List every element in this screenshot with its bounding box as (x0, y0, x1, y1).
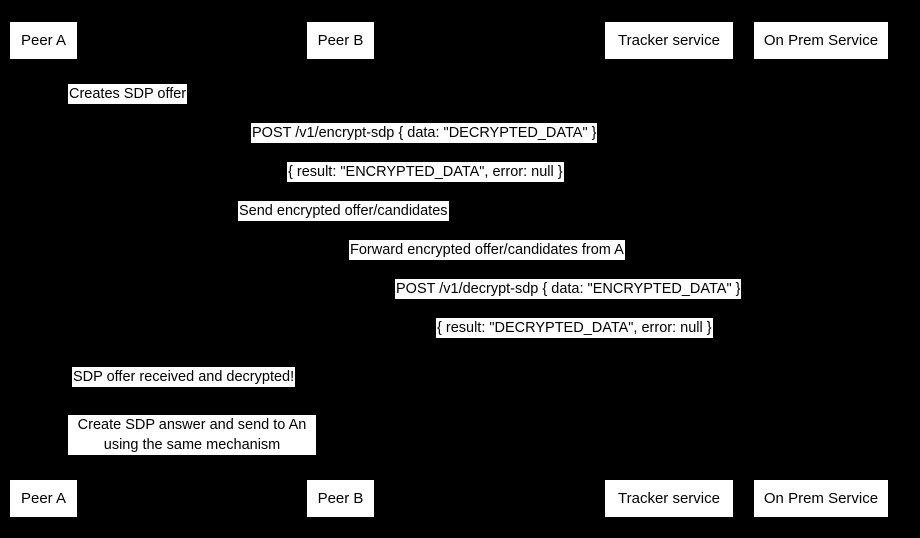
message-label-post-encrypt-sdp[interactable]: POST /v1/encrypt-sdp { data: "DECRYPTED_… (251, 123, 598, 143)
participant-footer-tracker-service[interactable]: Tracker service (605, 480, 733, 517)
message-label-post-decrypt-sdp[interactable]: POST /v1/decrypt-sdp { data: "ENCRYPTED_… (395, 279, 742, 299)
message-label-send-encrypted-offer[interactable]: Send encrypted offer/candidates (238, 201, 449, 221)
participant-footer-peer-b[interactable]: Peer B (307, 480, 374, 517)
participant-header-on-prem-service[interactable]: On Prem Service (754, 22, 888, 59)
participant-header-peer-a[interactable]: Peer A (10, 22, 77, 59)
participant-header-label: On Prem Service (763, 32, 879, 49)
participant-footer-label: Peer A (20, 490, 67, 507)
participant-footer-label: On Prem Service (763, 490, 879, 507)
participant-header-label: Tracker service (618, 32, 720, 49)
participant-header-label: Peer A (20, 32, 67, 49)
participant-footer-label: Peer B (317, 490, 364, 507)
message-label-forward-encrypted-offer[interactable]: Forward encrypted offer/candidates from … (349, 240, 625, 260)
message-label-sdp-offer-received[interactable]: SDP offer received and decrypted! (72, 367, 296, 387)
participant-footer-peer-a[interactable]: Peer A (10, 480, 77, 517)
note-create-sdp-answer[interactable]: Create SDP answer and send to An using t… (68, 415, 316, 455)
participant-header-peer-b[interactable]: Peer B (307, 22, 374, 59)
participant-header-label: Peer B (317, 32, 364, 49)
message-label-decrypt-sdp-result[interactable]: { result: "DECRYPTED_DATA", error: null … (436, 318, 713, 338)
message-label-creates-sdp-offer[interactable]: Creates SDP offer (68, 84, 188, 104)
message-label-encrypt-sdp-result[interactable]: { result: "ENCRYPTED_DATA", error: null … (287, 162, 564, 182)
participant-header-tracker-service[interactable]: Tracker service (605, 22, 733, 59)
note-line-1: Create SDP answer and send to An (77, 417, 307, 433)
participant-footer-on-prem-service[interactable]: On Prem Service (754, 480, 888, 517)
note-line-2: using the same mechanism (103, 437, 281, 453)
participant-footer-label: Tracker service (618, 490, 720, 507)
